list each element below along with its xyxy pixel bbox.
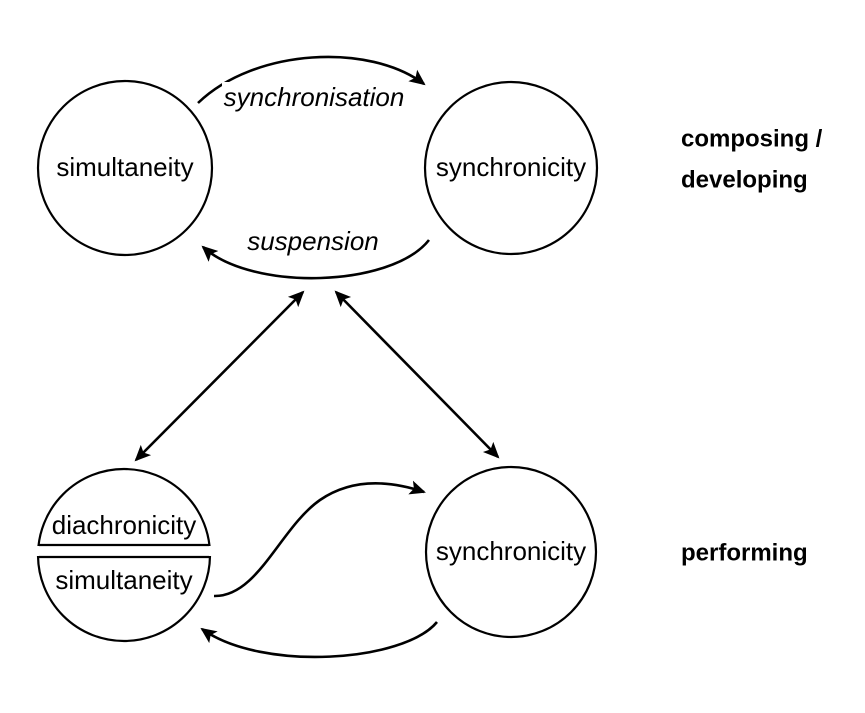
group-label-composing-developing: composing / developing: [681, 125, 823, 193]
group-label-performing: performing: [681, 539, 808, 566]
edge-suspension-arrow[interactable]: [201, 239, 431, 280]
node-top-right[interactable]: synchronicity: [423, 80, 599, 256]
edge-label-suspension: suspension: [247, 226, 379, 256]
edge-label-suspension-backdrop: [244, 228, 382, 258]
circle-shape-top-left: [36, 79, 214, 257]
circle-shape-bottom-left-upper: [37, 467, 211, 546]
circle-shape-top-right: [423, 80, 599, 256]
edge-label-synchronisation-group: synchronisation: [222, 82, 406, 114]
node-label-bottom-left-lower: simultaneity: [55, 565, 192, 595]
edge-label-synchronisation-backdrop: [222, 82, 406, 114]
edge-bottom-s-curve-arrow[interactable]: [213, 480, 426, 598]
group-label-line-2: developing: [681, 166, 808, 193]
node-top-left[interactable]: simultaneity: [36, 79, 214, 257]
group-label-line-1: composing /: [681, 125, 823, 152]
edge-label-suspension-group: suspension: [244, 226, 382, 258]
edge-diagonal-right-double-arrow[interactable]: [334, 290, 500, 459]
edge-label-synchronisation: synchronisation: [224, 82, 405, 112]
edge-diagonal-left-double-arrow[interactable]: [134, 290, 305, 462]
node-label-top-right: synchronicity: [436, 152, 586, 182]
circle-shape-bottom-left-lower: [36, 556, 212, 643]
circle-shape-bottom-right: [424, 465, 598, 639]
node-bottom-left-split[interactable]: diachronicity simultaneity: [36, 467, 212, 643]
node-label-bottom-right: synchronicity: [436, 536, 586, 566]
node-bottom-right[interactable]: synchronicity: [424, 465, 598, 639]
edge-bottom-return-arc-arrow[interactable]: [200, 621, 439, 659]
node-label-bottom-left-upper: diachronicity: [52, 510, 197, 540]
node-label-top-left: simultaneity: [56, 152, 193, 182]
